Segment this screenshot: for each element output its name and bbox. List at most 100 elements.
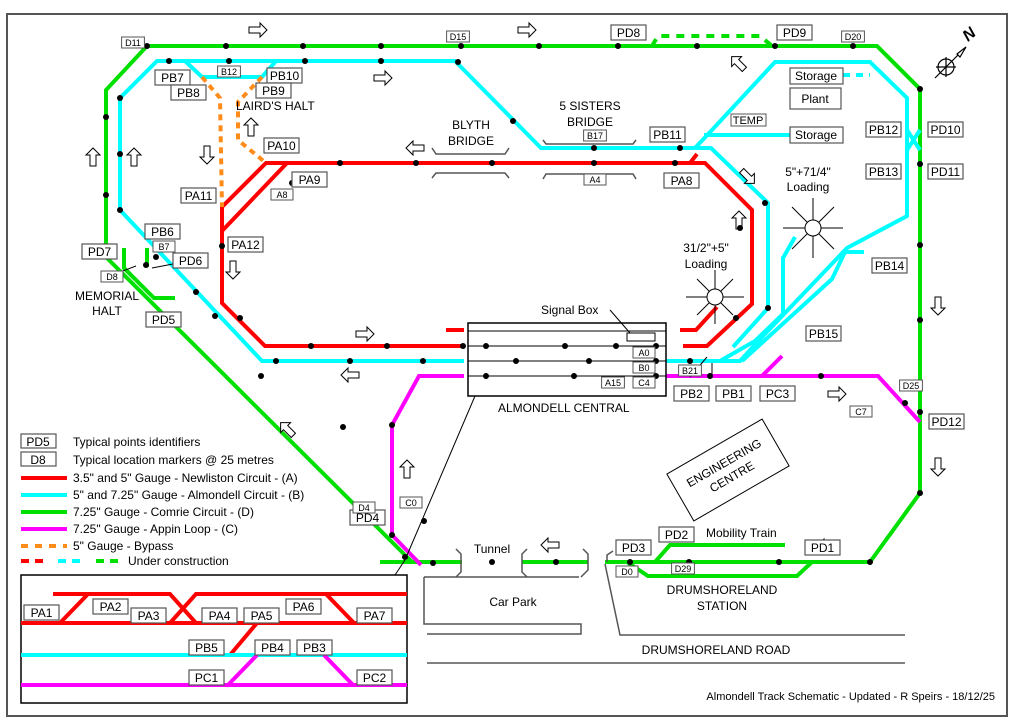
label-text: PB6 xyxy=(151,225,174,239)
marker-label-d29: D29 xyxy=(671,562,695,575)
points-label-pa8: PA8 xyxy=(663,172,700,189)
direction-arrow-icon xyxy=(224,260,242,280)
legend-item-label: 7.25" Gauge - Appin Loop - (C) xyxy=(73,522,238,536)
location-dot xyxy=(818,373,824,379)
five-sisters-line2: BRIDGE xyxy=(567,115,613,129)
label-text: PA11 xyxy=(185,189,213,203)
drumshoreland-road-label: DRUMSHORELAND ROAD xyxy=(642,643,791,657)
label-text: PD2 xyxy=(665,528,689,542)
north-arrow-icon xyxy=(934,46,967,79)
points-label-pc1: PC1 xyxy=(188,669,225,686)
location-dot xyxy=(378,43,384,49)
direction-arrow-icon xyxy=(280,422,297,439)
location-dot xyxy=(562,343,568,349)
label-text: PA9 xyxy=(299,173,321,187)
label-text: D4 xyxy=(358,503,370,513)
points-label-pb13: PB13 xyxy=(865,163,902,180)
location-dot xyxy=(615,43,621,49)
location-dot xyxy=(153,254,159,260)
points-label-pa6: PA6 xyxy=(285,598,322,615)
marker-label-a15: A15 xyxy=(601,376,625,389)
label-text: PB5 xyxy=(195,641,218,655)
legend-marker-sample: D8 xyxy=(30,453,46,467)
loading-b-icon xyxy=(783,198,843,258)
points-label-pb8: PB8 xyxy=(170,84,207,101)
car-park-outline xyxy=(423,563,905,636)
direction-arrow-icon xyxy=(373,69,393,87)
compass-north-label: N xyxy=(960,24,980,45)
marker-label-b12: B12 xyxy=(217,65,241,78)
bypass-down xyxy=(200,75,224,208)
label-text: PD5 xyxy=(152,313,176,327)
newliston-signalbox-siding xyxy=(446,305,719,332)
location-dot xyxy=(430,560,436,566)
points-label-pb2: PB2 xyxy=(673,385,710,402)
direction-arrow-icon xyxy=(355,325,375,343)
direction-arrow-icon xyxy=(242,117,260,137)
location-dot xyxy=(258,373,264,379)
location-dot xyxy=(420,358,426,364)
location-dot xyxy=(917,317,923,323)
location-dot xyxy=(337,160,343,166)
direction-arrow-icon xyxy=(248,21,268,39)
label-text: PA5 xyxy=(251,609,273,623)
location-dot xyxy=(707,373,713,379)
location-dot xyxy=(347,358,353,364)
marker-label-d25: D25 xyxy=(899,379,923,392)
marker-label-c0: C0 xyxy=(399,496,423,509)
label-text: PA1 xyxy=(31,606,53,620)
almondell-central-label: ALMONDELL CENTRAL xyxy=(498,401,630,415)
location-dot xyxy=(273,358,279,364)
location-dot xyxy=(219,243,225,249)
label-text: C7 xyxy=(855,407,867,417)
place-labels: LAIRD'S HALT BLYTH BRIDGE 5 SISTERS BRID… xyxy=(75,99,995,703)
label-text: PB7 xyxy=(161,71,184,85)
direction-arrow-icon xyxy=(540,536,560,554)
marker-label-d0: D0 xyxy=(615,565,639,578)
points-label-pd5: PD5 xyxy=(145,311,182,328)
location-dot xyxy=(103,114,109,120)
label-text: D29 xyxy=(675,564,692,574)
page-frame xyxy=(6,13,1008,717)
points-label-pd10: PD10 xyxy=(927,121,964,138)
legend-item-label: 3.5" and 5" Gauge - Newliston Circuit - … xyxy=(73,471,298,485)
points-label-pa9: PA9 xyxy=(291,171,328,188)
label-text: PD7 xyxy=(88,245,112,259)
loading-b-line1: 5"+71/4" xyxy=(785,165,831,179)
location-dot xyxy=(917,242,923,248)
location-dot xyxy=(384,343,390,349)
newliston-pa9-link xyxy=(220,161,289,233)
bypass xyxy=(200,75,268,208)
location-dot xyxy=(917,409,923,415)
location-dot xyxy=(762,200,768,206)
location-dot xyxy=(193,289,199,295)
label-text: PD6 xyxy=(179,254,203,268)
label-text: A15 xyxy=(605,378,621,388)
points-label-pd1: PD1 xyxy=(804,539,841,556)
label-text: PD3 xyxy=(622,541,646,555)
label-text: D11 xyxy=(125,38,141,48)
location-dot xyxy=(237,315,243,321)
label-text: PA3 xyxy=(138,609,160,623)
location-dot xyxy=(510,118,516,124)
points-label-pc2: PC2 xyxy=(356,669,393,686)
plant-label: Plant xyxy=(801,92,829,106)
marker-label-d20: D20 xyxy=(841,30,865,43)
label-text: A0 xyxy=(638,348,649,358)
location-dot xyxy=(765,305,771,311)
almondell-pb15-link xyxy=(740,250,864,363)
tunnel-label: Tunnel xyxy=(474,542,510,556)
loading-a-line1: 31/2"+5" xyxy=(683,241,729,255)
legend-item: 7.25" Gauge - Appin Loop - (C) xyxy=(21,522,238,536)
direction-arrow-icon xyxy=(827,385,847,403)
points-label-pa3: PA3 xyxy=(130,607,167,624)
location-dot xyxy=(117,151,123,157)
bypass-up xyxy=(236,75,268,165)
location-dot xyxy=(917,86,923,92)
storage-area: Storage Plant Storage TEMP xyxy=(730,67,844,144)
label-text: D0 xyxy=(621,567,633,577)
label-text: PB4 xyxy=(261,641,284,655)
location-dot xyxy=(117,95,123,101)
